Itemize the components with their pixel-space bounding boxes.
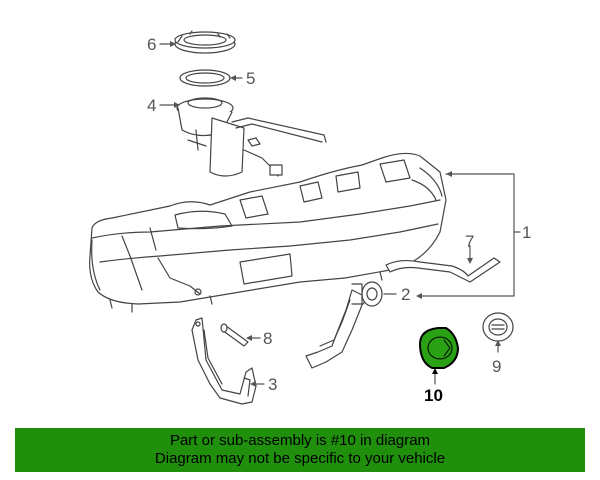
part-7-vent-tube[interactable] <box>385 257 501 283</box>
part-6-lock-ring[interactable] <box>174 30 236 54</box>
callout-3: 3 <box>268 375 277 394</box>
info-banner: Part or sub-assembly is #10 in diagram D… <box>15 428 585 472</box>
part-4-fuel-pump[interactable] <box>176 97 327 177</box>
part-8-bolt[interactable] <box>220 323 249 347</box>
callout-7: 7 <box>465 232 474 251</box>
part-10-filler-housing[interactable] <box>419 327 459 369</box>
part-1-fuel-tank[interactable] <box>89 152 447 313</box>
part-5-seal[interactable] <box>179 69 231 87</box>
callout-10: 10 <box>424 386 443 405</box>
callout-1: 1 <box>522 223 531 242</box>
callout-2: 2 <box>401 285 410 304</box>
banner-line-1: Part or sub-assembly is #10 in diagram <box>169 432 431 449</box>
callout-8: 8 <box>263 329 272 348</box>
banner-line-2: Diagram may not be specific to your vehi… <box>154 450 446 467</box>
part-9-cap[interactable] <box>482 312 514 342</box>
callout-5: 5 <box>246 69 255 88</box>
part-2-filler-pipe[interactable] <box>305 281 383 369</box>
arrowheads <box>170 41 501 387</box>
parts-diagram: 6 5 4 1 7 2 8 3 9 10 <box>89 30 531 405</box>
callout-9: 9 <box>492 357 501 376</box>
callout-4: 4 <box>147 96 156 115</box>
callout-6: 6 <box>147 35 156 54</box>
